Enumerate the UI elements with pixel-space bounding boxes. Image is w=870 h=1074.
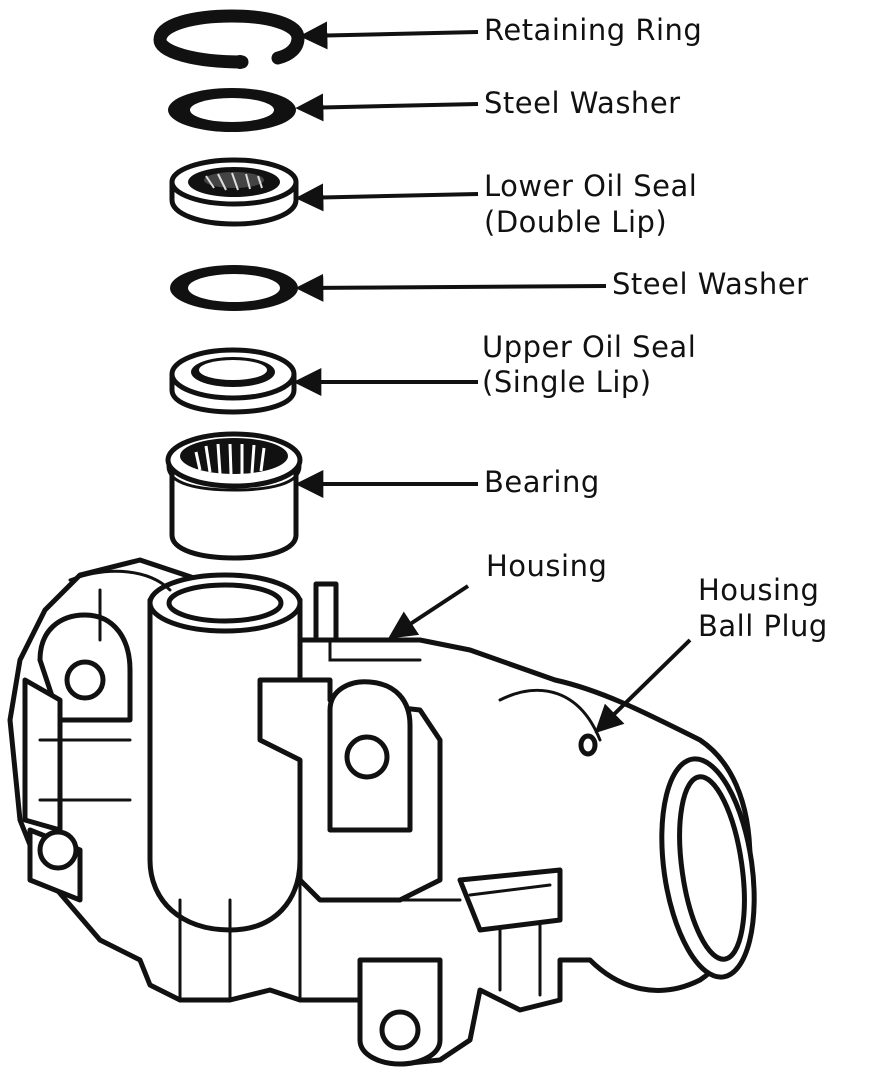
label-housing: Housing [486, 549, 607, 583]
label-housing-ball-plug-line1: Housing [698, 573, 819, 607]
leader-housing-ball-plug [594, 638, 692, 734]
leader-lower-oil-seal [295, 183, 479, 212]
leader-lines [293, 21, 692, 734]
label-steel-washer-2: Steel Washer [612, 267, 809, 301]
label-retaining-ring: Retaining Ring [484, 13, 702, 47]
label-upper-oil-seal-lip: (Single Lip) [482, 365, 652, 399]
steering-housing [7, 557, 757, 1067]
leader-steel-washer-2 [295, 273, 607, 302]
lower-oil-seal [169, 157, 299, 227]
label-upper-oil-seal: Upper Oil Seal [482, 330, 696, 364]
leader-housing [388, 584, 470, 639]
label-bearing: Bearing [484, 465, 600, 499]
label-housing-ball-plug-line2: Ball Plug [698, 609, 828, 643]
retaining-ring [153, 9, 305, 69]
leader-retaining-ring [299, 21, 479, 50]
upper-oil-seal [169, 347, 297, 415]
label-lower-oil-seal-lip: (Double Lip) [484, 205, 667, 239]
bearing [165, 431, 303, 561]
label-lower-oil-seal: Lower Oil Seal [484, 169, 697, 203]
leader-steel-washer-1 [295, 93, 479, 122]
steel-washer-lower [170, 265, 298, 311]
steel-washer-upper [168, 88, 296, 132]
label-steel-washer-1: Steel Washer [484, 86, 681, 120]
